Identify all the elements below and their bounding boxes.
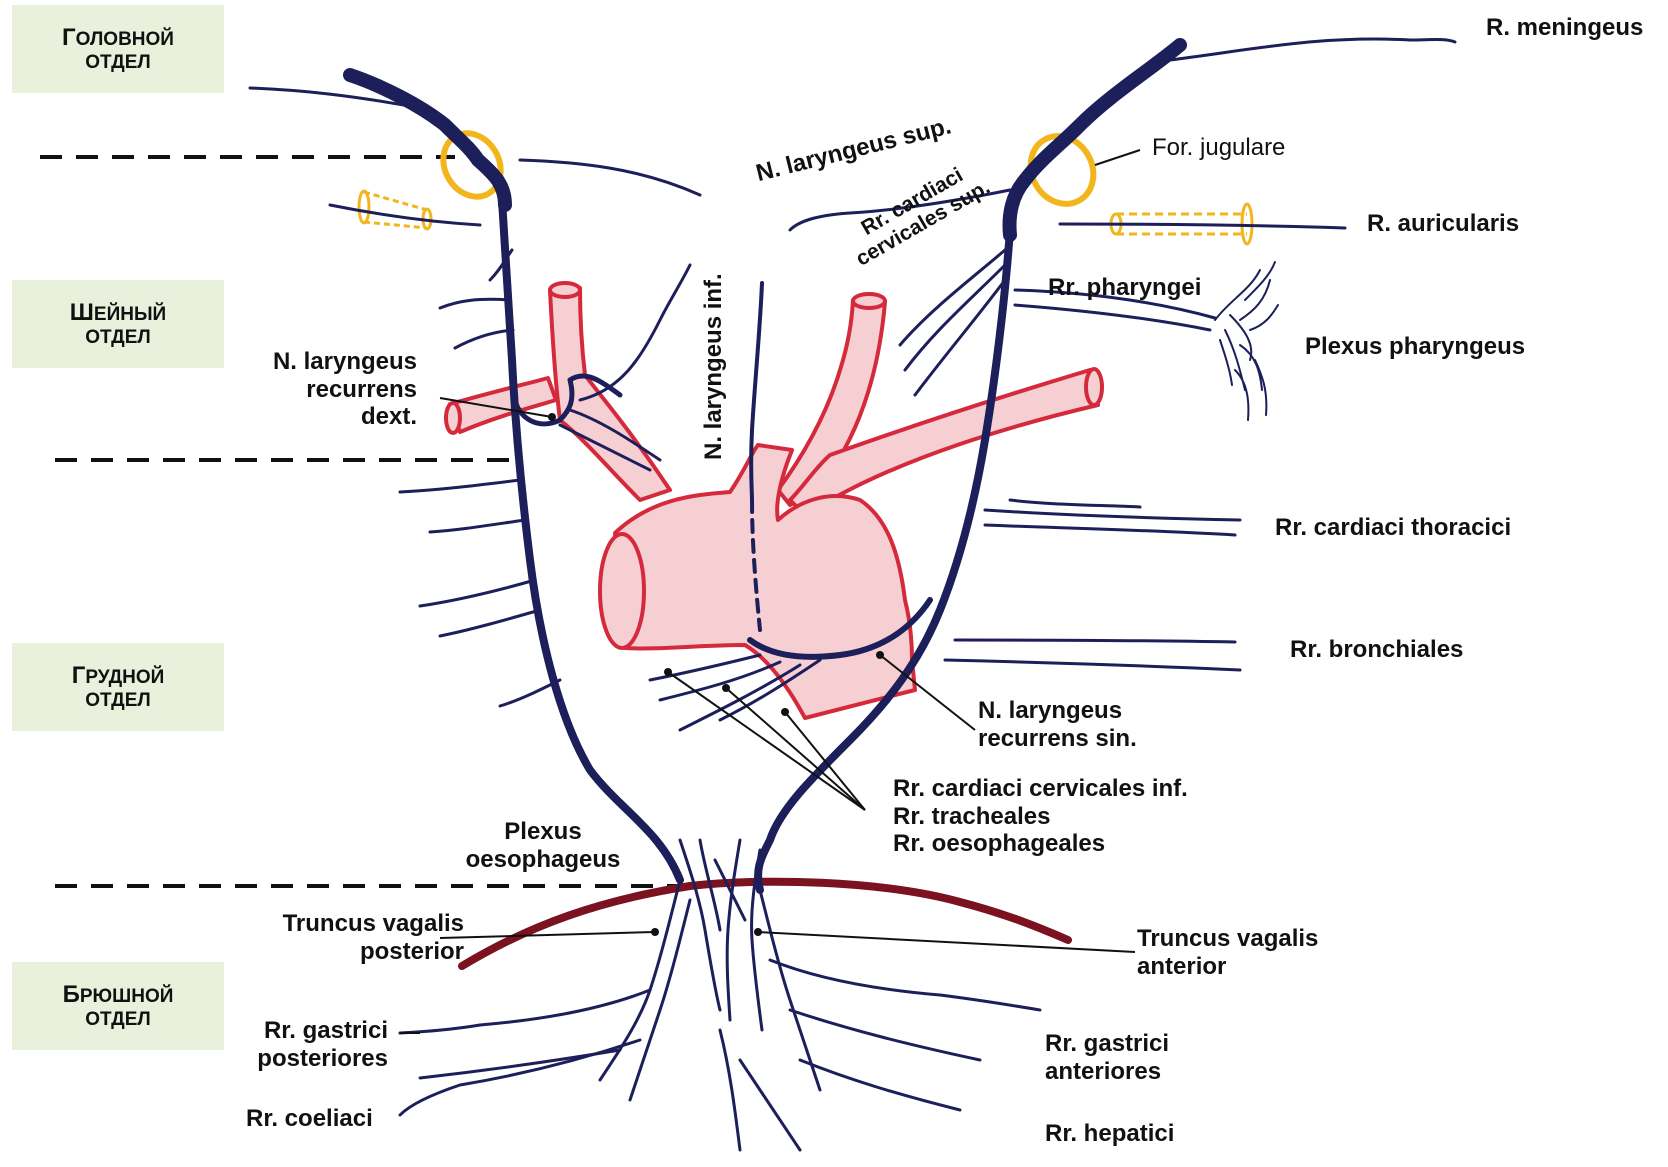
auricular-canals <box>359 191 1252 244</box>
label-rr-bronchiales: Rr. bronchiales <box>1290 636 1463 664</box>
label-for-jugulare: For. jugulare <box>1152 134 1285 162</box>
label-truncus-vagalis-posterior: Truncus vagalis posterior <box>250 910 464 965</box>
left-subclavian-lumen <box>1086 369 1102 405</box>
right-common-carotid <box>550 288 670 500</box>
label-rr-hepatici: Rr. hepatici <box>1045 1120 1174 1148</box>
section-thorax: Грудной отдел <box>12 643 224 731</box>
section-abdomen: Брюшной отдел <box>12 962 224 1050</box>
meningeal-branch <box>1170 39 1455 60</box>
label-n-laryngeus-recurrens-sin: N. laryngeus recurrens sin. <box>978 697 1137 752</box>
label-rr-gastrici-anteriores: Rr. gastrici anteriores <box>1045 1030 1169 1085</box>
section-dividers <box>40 157 680 886</box>
label-n-laryngeus-inf: N. laryngeus inf. <box>700 273 728 460</box>
auricular-branch <box>1060 224 1345 228</box>
anterior-vagal-trunk <box>760 890 820 1090</box>
left-carotid-lumen <box>853 294 885 308</box>
section-neck: Шейный отдел <box>12 280 224 368</box>
section-head: Головной отдел <box>12 5 224 93</box>
label-n-laryngeus-recurrens-dext: N. laryngeus recurrens dext. <box>240 348 417 431</box>
right-carotid-lumen <box>550 283 580 297</box>
label-branch-group: Rr. cardiaci cervicales inf. Rr. trachea… <box>893 775 1188 858</box>
diaphragm <box>462 882 1068 966</box>
label-truncus-vagalis-anterior: Truncus vagalis anterior <box>1137 925 1318 980</box>
pharyngeal-plexus <box>1215 262 1278 420</box>
label-rr-pharyngei: Rr. pharyngei <box>1048 274 1201 302</box>
esophageal-plexus <box>680 840 762 1030</box>
label-rr-gastrici-posteriores: Rr. gastrici posteriores <box>230 1017 388 1072</box>
right-subclavian-lumen <box>446 403 460 433</box>
label-plexus-pharyngeus: Plexus pharyngeus <box>1305 333 1525 361</box>
label-r-meningeus: R. meningeus <box>1486 14 1643 42</box>
label-plexus-oesophageus: Plexus oesophageus <box>458 818 628 873</box>
label-rr-cardiaci-thoracici: Rr. cardiaci thoracici <box>1275 514 1511 542</box>
label-rr-coeliaci: Rr. coeliaci <box>246 1105 373 1133</box>
label-r-auricularis: R. auricularis <box>1367 210 1519 238</box>
aorta-ascending-lumen <box>600 534 644 648</box>
